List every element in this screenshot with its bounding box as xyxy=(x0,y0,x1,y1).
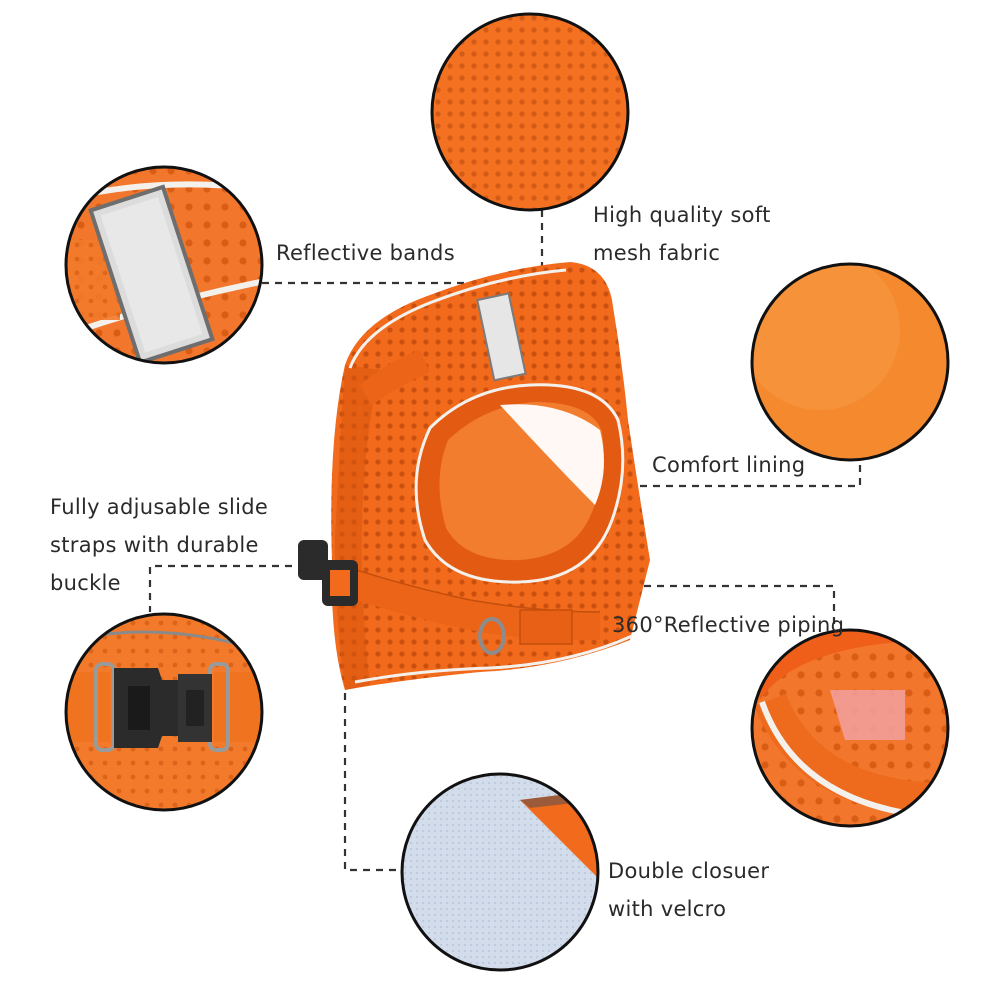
label-double-closure-line-2: with velcro xyxy=(608,897,727,921)
label-mesh-fabric-line-1: High quality soft xyxy=(593,203,771,227)
leader-double-closure xyxy=(343,628,400,872)
harness-illustration xyxy=(298,262,650,690)
label-double-closure: Double closuer with velcro xyxy=(608,852,769,928)
label-adjustable-straps-line-2: straps with durable xyxy=(50,533,259,557)
label-mesh-fabric: High quality soft mesh fabric xyxy=(593,196,771,272)
label-adjustable-straps-line-3: buckle xyxy=(50,571,121,595)
label-double-closure-line-1: Double closuer xyxy=(608,859,770,883)
label-mesh-fabric-line-2: mesh fabric xyxy=(593,241,721,265)
label-reflective-bands: Reflective bands xyxy=(276,234,455,272)
detail-circle-mesh-fabric xyxy=(430,12,630,212)
label-comfort-lining: Comfort lining xyxy=(652,446,805,484)
label-reflective-piping-text: 360°Reflective piping xyxy=(612,613,845,637)
detail-circle-buckle xyxy=(64,612,264,812)
label-reflective-bands-text: Reflective bands xyxy=(276,241,455,265)
leader-adjustable-straps xyxy=(148,564,318,612)
detail-circle-comfort-lining xyxy=(750,262,950,462)
detail-circle-reflective-bands xyxy=(64,165,264,365)
label-adjustable-straps: Fully adjusable slide straps with durabl… xyxy=(50,488,268,602)
detail-circle-velcro xyxy=(400,772,600,972)
label-comfort-lining-text: Comfort lining xyxy=(652,453,806,477)
label-adjustable-straps-line-1: Fully adjusable slide xyxy=(50,495,269,519)
detail-circle-reflective-piping xyxy=(750,628,950,828)
label-reflective-piping: 360°Reflective piping xyxy=(612,606,844,644)
